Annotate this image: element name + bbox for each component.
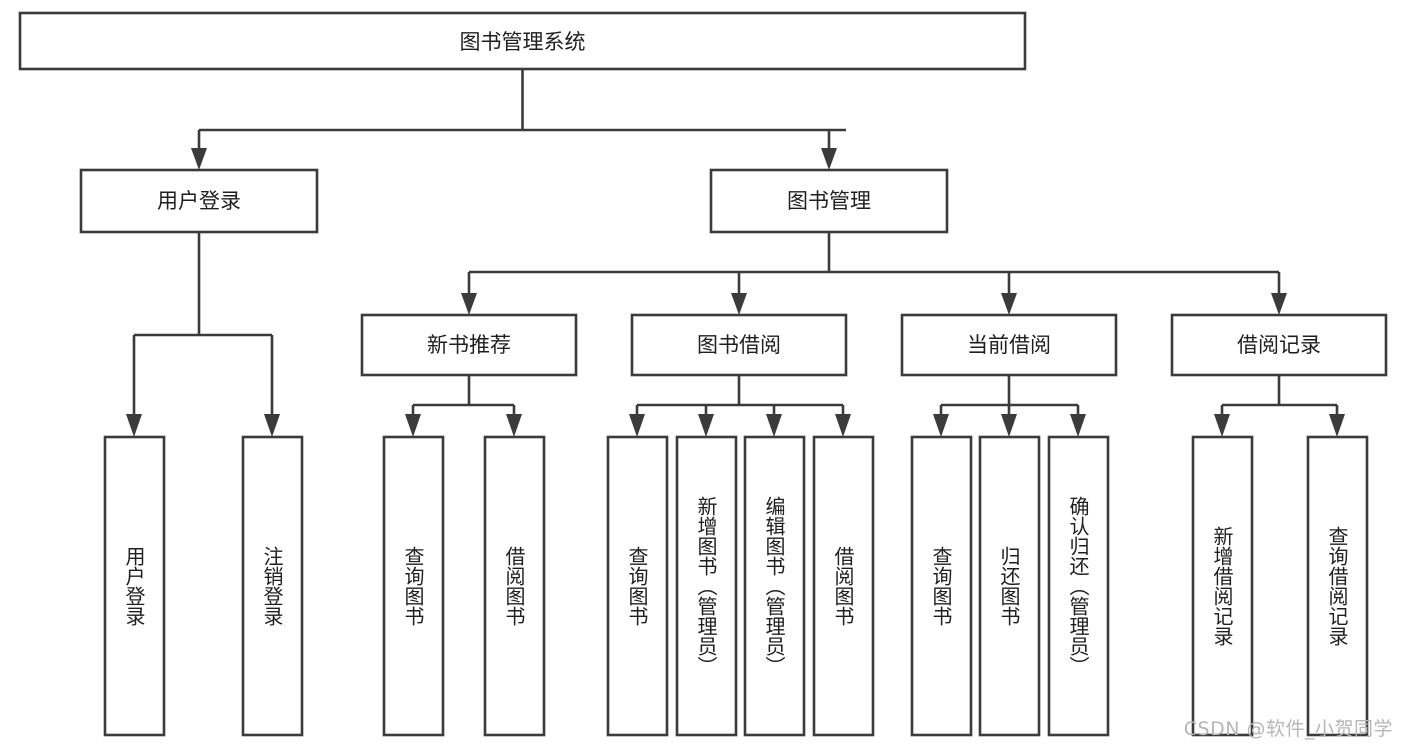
node-root-label: 图书管理系统 — [460, 30, 586, 54]
arrow-head-new-book-recommend — [461, 293, 477, 315]
node-leaf-logout-login[interactable]: 注销登录 — [241, 435, 304, 737]
node-leaf-query-book-1-label: 查询图书 — [401, 546, 425, 626]
node-leaf-user-login-box[interactable] — [103, 435, 166, 737]
node-current-borrow-box[interactable] — [900, 313, 1118, 377]
node-root[interactable]: 图书管理系统 — [18, 11, 1027, 71]
node-user-login-box[interactable] — [79, 168, 319, 234]
node-leaf-edit-book-label: 编辑图书（管理员） — [762, 496, 786, 676]
node-leaf-logout-login-label: 注销登录 — [260, 546, 284, 626]
node-leaf-query-record-box[interactable] — [1306, 435, 1369, 737]
node-leaf-query-record[interactable]: 查询借阅记录 — [1306, 435, 1369, 737]
arrow-head-leaf-add-book — [698, 414, 714, 437]
node-book-borrow-box[interactable] — [630, 313, 848, 377]
node-book-manage-label: 图书管理 — [787, 189, 871, 213]
node-leaf-add-record-label: 新增借阅记录 — [1210, 526, 1234, 646]
node-leaf-query-book-3-box[interactable] — [910, 435, 973, 737]
node-borrow-record[interactable]: 借阅记录 — [1170, 313, 1388, 377]
node-leaf-add-book[interactable]: 新增图书（管理员） — [675, 435, 738, 737]
node-new-book-recommend-label: 新书推荐 — [427, 333, 511, 357]
node-leaf-query-record-label: 查询借阅记录 — [1325, 526, 1349, 646]
node-leaf-query-book-2-box[interactable] — [606, 435, 669, 737]
arrow-head-leaf-user-login — [126, 414, 142, 437]
node-leaf-query-book-1[interactable]: 查询图书 — [382, 435, 445, 737]
node-leaf-borrow-book-2[interactable]: 借阅图书 — [812, 435, 875, 737]
node-leaf-add-book-label: 新增图书（管理员） — [694, 496, 718, 676]
arrow-head-current-borrow — [1001, 293, 1017, 315]
arrow-head-leaf-query-book-1 — [405, 414, 421, 437]
node-current-borrow-label: 当前借阅 — [967, 333, 1051, 357]
connector-layer — [126, 69, 1345, 437]
node-user-login-label: 用户登录 — [157, 189, 241, 213]
node-leaf-user-login[interactable]: 用户登录 — [103, 435, 166, 737]
node-leaf-return-book-label: 归还图书 — [997, 546, 1021, 626]
arrow-head-leaf-query-book-3 — [933, 414, 949, 437]
node-book-borrow-label: 图书借阅 — [697, 333, 781, 357]
node-leaf-add-record[interactable]: 新增借阅记录 — [1191, 435, 1254, 737]
arrow-head-borrow-record — [1271, 293, 1287, 315]
node-leaf-logout-login-box[interactable] — [241, 435, 304, 737]
node-user-login[interactable]: 用户登录 — [79, 168, 319, 234]
arrow-head-leaf-borrow-book-2 — [835, 414, 851, 437]
arrow-head-leaf-confirm-return — [1070, 414, 1086, 437]
node-leaf-query-book-2[interactable]: 查询图书 — [606, 435, 669, 737]
node-leaf-add-record-box[interactable] — [1191, 435, 1254, 737]
node-new-book-recommend[interactable]: 新书推荐 — [360, 313, 578, 377]
arrow-head-leaf-borrow-book-1 — [506, 414, 522, 437]
arrow-head-book-borrow — [731, 293, 747, 315]
node-leaf-borrow-book-1[interactable]: 借阅图书 — [483, 435, 546, 737]
node-new-book-recommend-box[interactable] — [360, 313, 578, 377]
csdn-watermark: CSDN @软件_小贺同学 — [1183, 718, 1393, 740]
node-leaf-return-book[interactable]: 归还图书 — [978, 435, 1041, 737]
node-book-manage-box[interactable] — [709, 168, 949, 234]
node-leaf-confirm-return-label: 确认归还（管理员） — [1066, 496, 1090, 676]
node-leaf-query-book-3[interactable]: 查询图书 — [910, 435, 973, 737]
node-leaf-query-book-2-label: 查询图书 — [625, 546, 649, 626]
node-book-manage[interactable]: 图书管理 — [709, 168, 949, 234]
node-leaf-query-book-3-label: 查询图书 — [929, 546, 953, 626]
node-borrow-record-label: 借阅记录 — [1237, 333, 1321, 357]
node-root-box[interactable] — [18, 11, 1027, 71]
arrow-head-leaf-logout-login — [264, 414, 280, 437]
node-leaf-borrow-book-1-label: 借阅图书 — [502, 546, 526, 626]
node-current-borrow[interactable]: 当前借阅 — [900, 313, 1118, 377]
node-leaf-edit-book-box[interactable] — [743, 435, 806, 737]
node-leaf-confirm-return[interactable]: 确认归还（管理员） — [1047, 435, 1110, 737]
node-leaf-borrow-book-1-box[interactable] — [483, 435, 546, 737]
node-leaf-confirm-return-box[interactable] — [1047, 435, 1110, 737]
node-leaf-add-book-box[interactable] — [675, 435, 738, 737]
node-borrow-record-box[interactable] — [1170, 313, 1388, 377]
node-leaf-return-book-box[interactable] — [978, 435, 1041, 737]
node-leaf-edit-book[interactable]: 编辑图书（管理员） — [743, 435, 806, 737]
node-leaf-user-login-label: 用户登录 — [122, 546, 146, 626]
arrow-head-book-manage — [821, 148, 837, 170]
arrow-head-leaf-query-record — [1329, 414, 1345, 437]
arrow-head-user-login — [191, 148, 207, 170]
node-book-borrow[interactable]: 图书借阅 — [630, 313, 848, 377]
arrow-head-leaf-return-book — [1001, 414, 1017, 437]
node-leaf-borrow-book-2-box[interactable] — [812, 435, 875, 737]
arrow-head-leaf-edit-book — [766, 414, 782, 437]
node-leaf-query-book-1-box[interactable] — [382, 435, 445, 737]
arrow-head-leaf-query-book-2 — [629, 414, 645, 437]
arrow-head-leaf-add-record — [1214, 414, 1230, 437]
node-leaf-borrow-book-2-label: 借阅图书 — [831, 546, 855, 626]
